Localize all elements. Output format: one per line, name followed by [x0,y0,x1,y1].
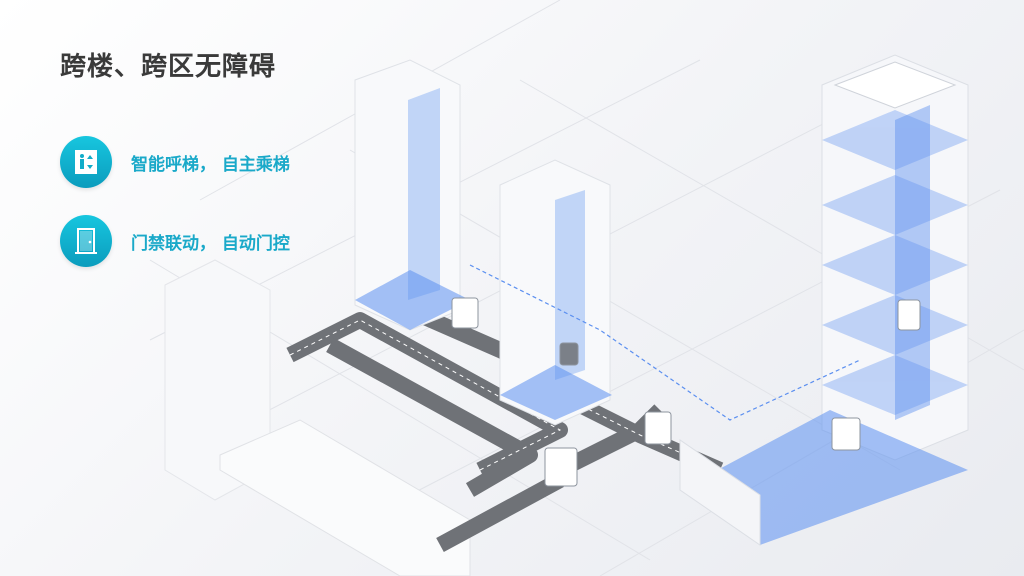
feature-label: 智能呼梯， 自主乘梯 [131,154,290,175]
connection-path [469,264,861,421]
robot [831,417,861,451]
robot [559,342,579,366]
building-2 [499,159,612,426]
building-1 [354,59,470,331]
elevator-tower [679,54,969,546]
feature-label: 门禁联动， 自动门控 [131,233,290,254]
elevator-icon [60,136,112,188]
robot [544,447,578,487]
robot [897,299,921,331]
ghost-building-left [164,259,471,576]
door-icon [60,215,112,267]
robots [451,297,921,487]
robot [644,411,672,445]
robot [451,297,479,329]
feature-elevator: 智能呼梯， 自主乘梯 [60,136,290,188]
slide-title: 跨楼、跨区无障碍 [60,52,277,82]
feature-door: 门禁联动， 自动门控 [60,215,290,267]
